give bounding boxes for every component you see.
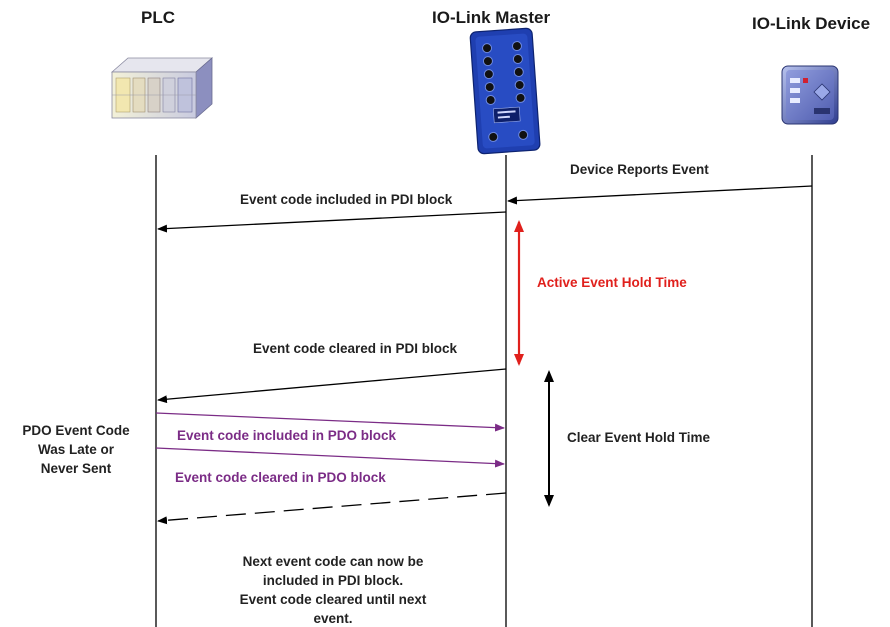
device-heading: IO-Link Device	[752, 14, 871, 33]
pdi-cleared-label: Event code cleared in PDI block	[253, 341, 458, 356]
plc-cabinet-icon	[110, 57, 214, 119]
device-reports-label: Device Reports Event	[570, 162, 709, 177]
pdi-included-label: Event code included in PDI block	[240, 192, 453, 207]
pdo-late-note: PDO Event Code Was Late or Never Sent	[2, 421, 150, 478]
next-event-note-line-1: Next event code can now be	[242, 554, 424, 569]
pdo-late-note-line-3: Never Sent	[40, 461, 112, 476]
active-hold-time-label: Active Event Hold Time	[537, 275, 687, 290]
arrow-next-event-dashed	[157, 492, 507, 525]
master-heading: IO-Link Master	[432, 8, 551, 27]
pdo-late-note-line-1: PDO Event Code	[22, 423, 130, 438]
arrow-device-reports	[507, 185, 813, 205]
arrow-pdi-included	[157, 211, 507, 233]
next-event-note-line-4: event.	[313, 611, 353, 626]
next-event-note: Next event code can now be included in P…	[208, 552, 458, 627]
arrow-pdo-included	[155, 412, 505, 432]
next-event-note-line-2: included in PDI block.	[262, 573, 404, 588]
arrow-pdi-cleared	[157, 368, 507, 404]
io-link-device-sensor-icon	[781, 65, 839, 125]
pdo-late-note-line-2: Was Late or	[37, 442, 115, 457]
clear-hold-time-label: Clear Event Hold Time	[567, 430, 711, 445]
io-link-master-module-icon	[469, 27, 541, 155]
pdo-included-label: Event code included in PDO block	[177, 428, 397, 443]
next-event-note-line-3: Event code cleared until next	[239, 592, 427, 607]
arrow-pdo-cleared	[155, 447, 505, 468]
pdo-cleared-label: Event code cleared in PDO block	[175, 470, 386, 485]
plc-heading: PLC	[141, 8, 175, 27]
